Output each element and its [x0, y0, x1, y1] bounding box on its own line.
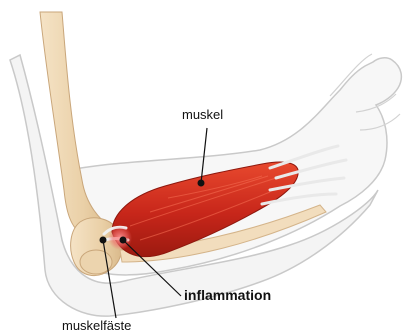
muscle-pointer-dot	[198, 180, 205, 187]
inflammation-area	[108, 226, 132, 250]
muscle-label: muskel	[182, 108, 223, 121]
muscle-attachment-label: muskelfäste	[62, 319, 131, 332]
inflammation-pointer-dot	[120, 237, 127, 244]
attachment-pointer-dot	[100, 237, 107, 244]
inflammation-label: inflammation	[184, 288, 271, 302]
